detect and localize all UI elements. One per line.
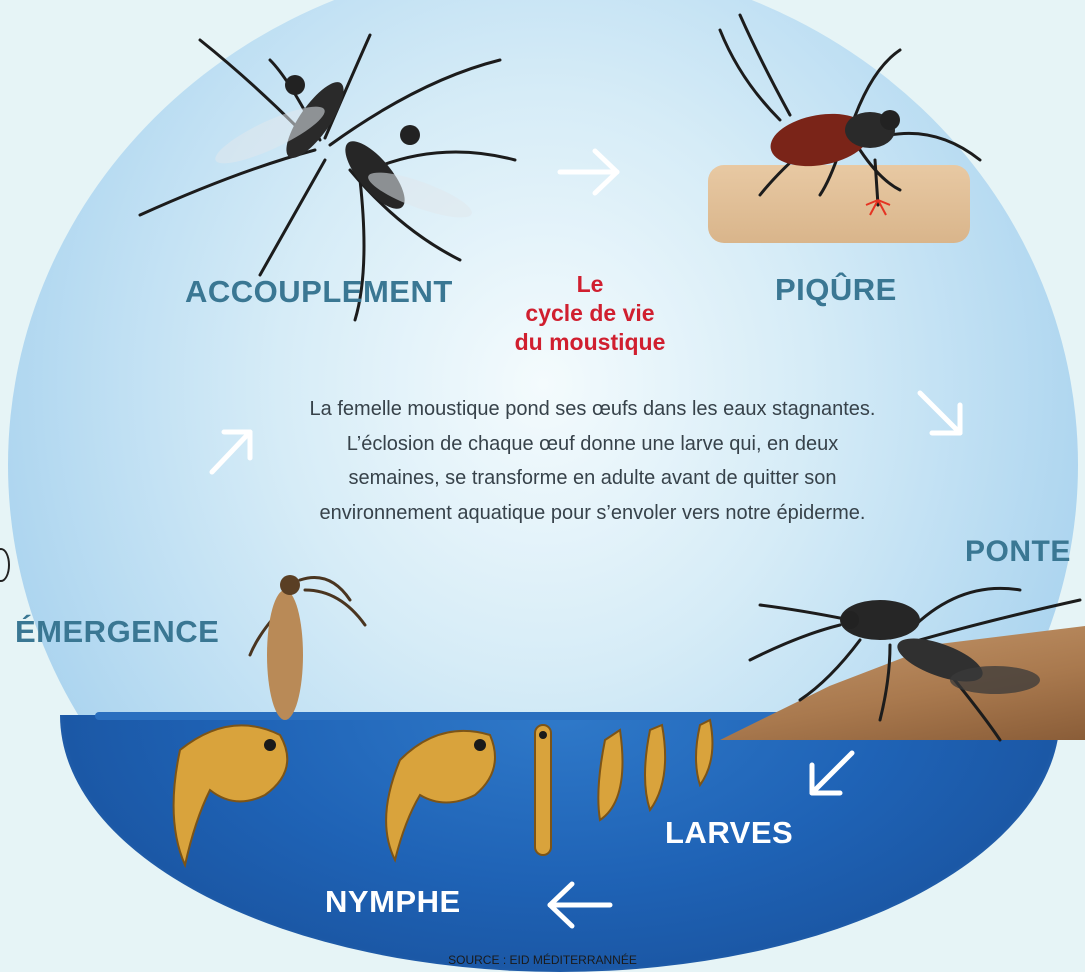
arrow-down-left-icon [800, 745, 860, 805]
description-text: La femelle moustique pond ses œufs dans … [300, 392, 885, 530]
diagram-title: Le cycle de vie du moustique [470, 270, 710, 357]
source-caption: SOURCE : EID MÉDITERRANNÉE [0, 953, 1085, 967]
edge-mark [0, 548, 10, 582]
stage-label-nymphe: NYMPHE [325, 884, 461, 920]
title-line-1: Le [577, 271, 604, 297]
stage-label-accouplement: ACCOUPLEMENT [185, 274, 453, 310]
stage-label-piqure: PIQÛRE [775, 272, 897, 308]
stage-label-emergence: ÉMERGENCE [15, 614, 219, 650]
pupae-larvae-illustration [150, 700, 750, 890]
stage-label-larves: LARVES [665, 815, 793, 851]
biting-mosquito-illustration [700, 10, 1000, 230]
arrow-right-icon [555, 145, 625, 200]
stage-label-ponte: PONTE [965, 535, 1071, 569]
arrow-up-right-icon [202, 420, 262, 480]
title-line-2: cycle de vie [525, 300, 654, 326]
egg-laying-mosquito-illustration [740, 560, 1085, 750]
title-line-3: du moustique [515, 329, 666, 355]
arrow-left-icon [540, 878, 615, 933]
arrow-down-right-icon [912, 385, 972, 445]
